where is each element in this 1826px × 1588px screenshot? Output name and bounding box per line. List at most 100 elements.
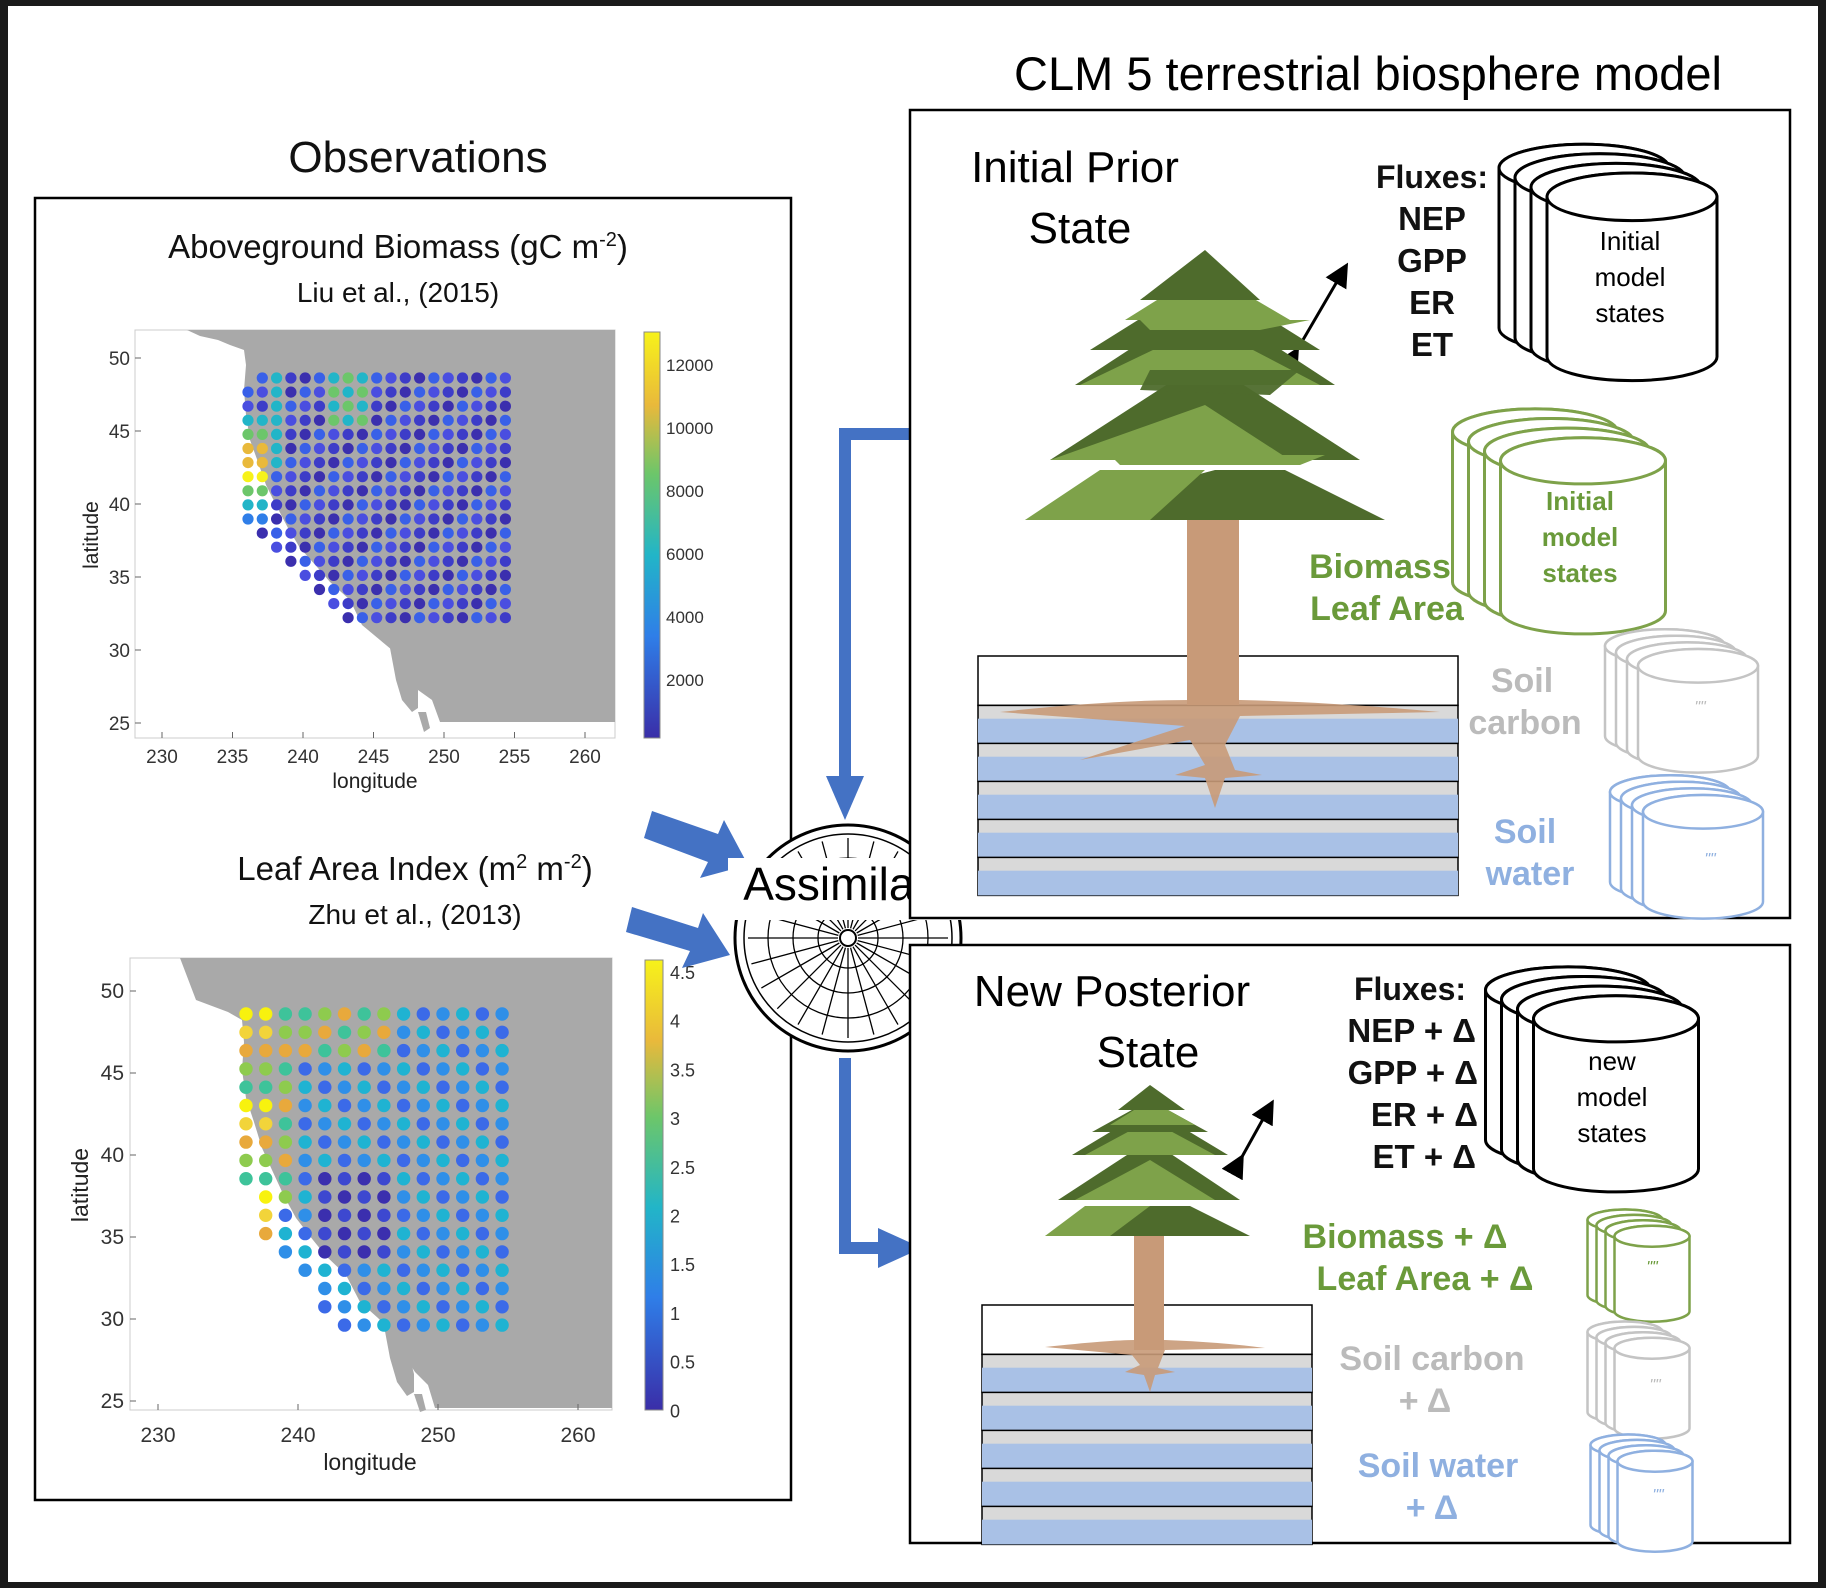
lai-dot — [396, 1153, 411, 1168]
x-tick-label: 240 — [287, 747, 319, 768]
y-tick-label: 25 — [109, 714, 130, 735]
lai-dot — [377, 1281, 391, 1296]
biomass-dot — [471, 513, 483, 525]
biomass-dot — [442, 471, 454, 483]
lai-dot — [337, 1007, 352, 1021]
biomass-dot — [471, 386, 483, 398]
lai-dot — [396, 1190, 411, 1204]
biomass-dot — [471, 428, 483, 440]
posterior-soilcarbon-line1: Soil carbon — [1339, 1340, 1524, 1378]
lai-dot — [357, 1208, 371, 1223]
soil-water-band — [978, 870, 1458, 896]
lai-dot — [456, 1062, 470, 1076]
biomass-dot — [371, 541, 383, 553]
prior-state-stack-black — [1497, 142, 1719, 383]
biomass-dot — [385, 499, 397, 511]
lai-dot — [436, 1208, 450, 1223]
lai-dot — [357, 1153, 371, 1168]
prior-soilcarbon-line1: Soil — [1491, 662, 1553, 700]
biomass-dot — [499, 583, 511, 596]
biomass-dot — [385, 612, 397, 624]
x-tick-label: 235 — [217, 747, 249, 768]
biomass-dot — [356, 386, 368, 398]
biomass-dot — [328, 372, 340, 384]
lai-dot — [337, 1318, 352, 1332]
prior-soilwater-line1: Soil — [1494, 813, 1556, 851]
biomass-dot — [285, 527, 297, 539]
lai-dot — [456, 1098, 470, 1113]
biomass-dot — [313, 457, 326, 469]
biomass-dot — [485, 527, 497, 539]
lai-dot — [357, 1025, 371, 1040]
colorbar-tick-label: 3.5 — [670, 1060, 695, 1080]
lai-dot — [318, 1245, 332, 1259]
prior-flux-gpp: GPP — [1397, 242, 1467, 279]
biomass-dot — [442, 414, 454, 426]
biomass-dot — [456, 612, 469, 624]
biomass-dot — [371, 499, 383, 511]
lai-dot — [495, 1135, 509, 1149]
biomass-dot — [371, 457, 383, 469]
prior-fluxes-label: Fluxes: — [1376, 159, 1488, 195]
lai-colorbar-ticks: 4.543.532.521.510.50 — [670, 963, 695, 1421]
lai-dot — [436, 1007, 450, 1021]
biomass-panel-title: Aboveground Biomass (gC m-2) — [168, 228, 628, 265]
biomass-dot — [285, 541, 297, 553]
biomass-dot — [356, 598, 368, 610]
lai-title-mid: m — [527, 850, 564, 887]
lai-dot — [278, 1025, 293, 1040]
biomass-dot — [285, 372, 297, 384]
lai-dot — [436, 1190, 450, 1204]
lai-dot — [318, 1098, 332, 1113]
y-tick-label: 30 — [109, 641, 130, 662]
biomass-dot — [499, 386, 511, 398]
cylinder-top — [1545, 171, 1719, 223]
lai-dot — [318, 1007, 332, 1021]
biomass-dot — [385, 598, 397, 610]
biomass-dot — [471, 541, 483, 553]
biomass-dot — [385, 414, 397, 426]
x-tick-label: 250 — [420, 1424, 455, 1447]
lai-dot — [357, 1318, 371, 1332]
biomass-dot — [271, 485, 283, 497]
biomass-dot — [313, 414, 326, 426]
lai-dot — [357, 1300, 371, 1314]
lai-dot — [337, 1263, 352, 1277]
biomass-dot — [271, 457, 283, 469]
lai-dot — [337, 1281, 352, 1296]
biomass-dot — [271, 428, 283, 440]
biomass-dot — [499, 612, 511, 624]
biomass-dot — [328, 527, 340, 539]
lai-dot — [377, 1245, 391, 1259]
biomass-dot — [399, 527, 411, 539]
prior-soilwater-ditto: "" — [1704, 851, 1717, 868]
prior-fluxes: Fluxes: NEP GPP ER ET — [1376, 159, 1488, 363]
biomass-dot — [299, 485, 311, 497]
lai-dot — [318, 1281, 332, 1296]
lai-dot — [456, 1281, 470, 1296]
lai-dot — [396, 1080, 411, 1094]
biomass-dot — [285, 457, 297, 469]
lai-dot — [259, 1117, 273, 1131]
lai-dot — [416, 1226, 430, 1241]
biomass-dot — [356, 414, 368, 426]
lai-dot — [337, 1098, 352, 1113]
biomass-dot — [442, 386, 454, 398]
biomass-dot — [328, 400, 340, 412]
lai-dot — [416, 1208, 430, 1223]
biomass-dot — [342, 583, 354, 596]
posterior-soilwater-line1: Soil water — [1358, 1447, 1519, 1485]
biomass-dot — [313, 541, 326, 553]
biomass-dot — [414, 400, 426, 412]
lai-dot — [259, 1190, 273, 1204]
biomass-dot — [256, 471, 268, 483]
biomass-dot — [442, 527, 454, 539]
biomass-dot — [242, 471, 254, 483]
biomass-dot — [456, 499, 469, 511]
biomass-dot — [485, 598, 497, 610]
lai-dot — [456, 1007, 470, 1021]
lai-dot — [396, 1208, 411, 1223]
biomass-dot — [414, 541, 426, 553]
biomass-dot — [442, 612, 454, 624]
lai-dot — [337, 1117, 352, 1131]
